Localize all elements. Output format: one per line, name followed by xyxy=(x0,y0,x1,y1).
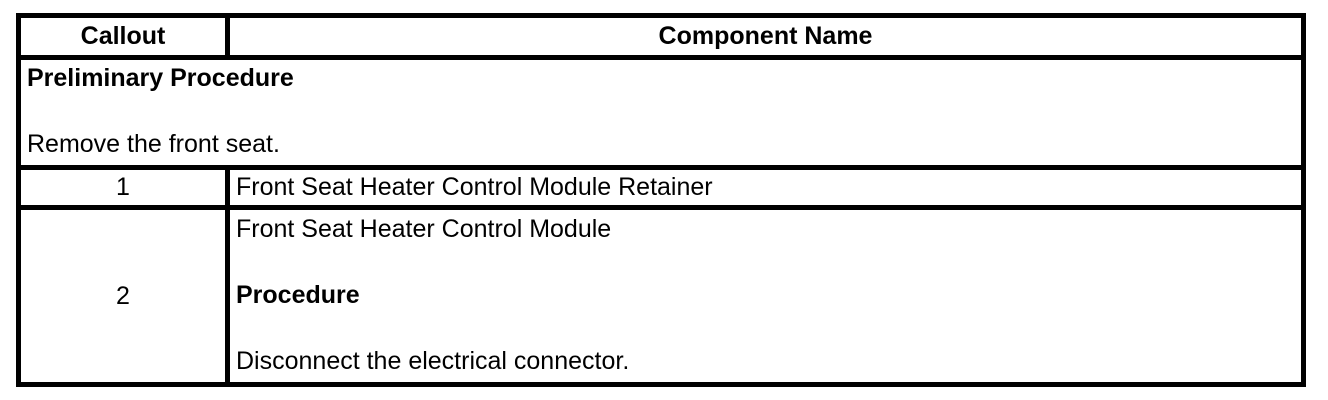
table-row: 2 Front Seat Heater Control Module Proce… xyxy=(21,210,1301,382)
callout-component-table: Callout Component Name Preliminary Proce… xyxy=(16,13,1306,387)
procedure-instruction: Disconnect the electrical connector. xyxy=(236,347,630,375)
component-name-cell: Front Seat Heater Control Module Procedu… xyxy=(230,210,1301,382)
component-name-value: Front Seat Heater Control Module Retaine… xyxy=(236,173,713,201)
preliminary-procedure-cell: Preliminary Procedure Remove the front s… xyxy=(21,60,1301,165)
preliminary-procedure-title: Preliminary Procedure xyxy=(27,64,294,92)
blank-line xyxy=(27,95,1295,128)
callout-number: 2 xyxy=(21,210,230,382)
callout-column-header: Callout xyxy=(21,18,230,55)
table-row: 1 Front Seat Heater Control Module Retai… xyxy=(21,170,1301,210)
callout-number: 1 xyxy=(21,170,230,205)
component-name-column-header: Component Name xyxy=(658,22,873,50)
blank-line xyxy=(236,246,1295,279)
procedure-title: Procedure xyxy=(236,281,360,309)
component-name-value: Front Seat Heater Control Module xyxy=(236,215,612,243)
blank-line xyxy=(236,312,1295,345)
table-header-row: Callout Component Name xyxy=(21,18,1301,60)
preliminary-procedure-row: Preliminary Procedure Remove the front s… xyxy=(21,60,1301,170)
preliminary-procedure-instruction: Remove the front seat. xyxy=(27,130,280,158)
